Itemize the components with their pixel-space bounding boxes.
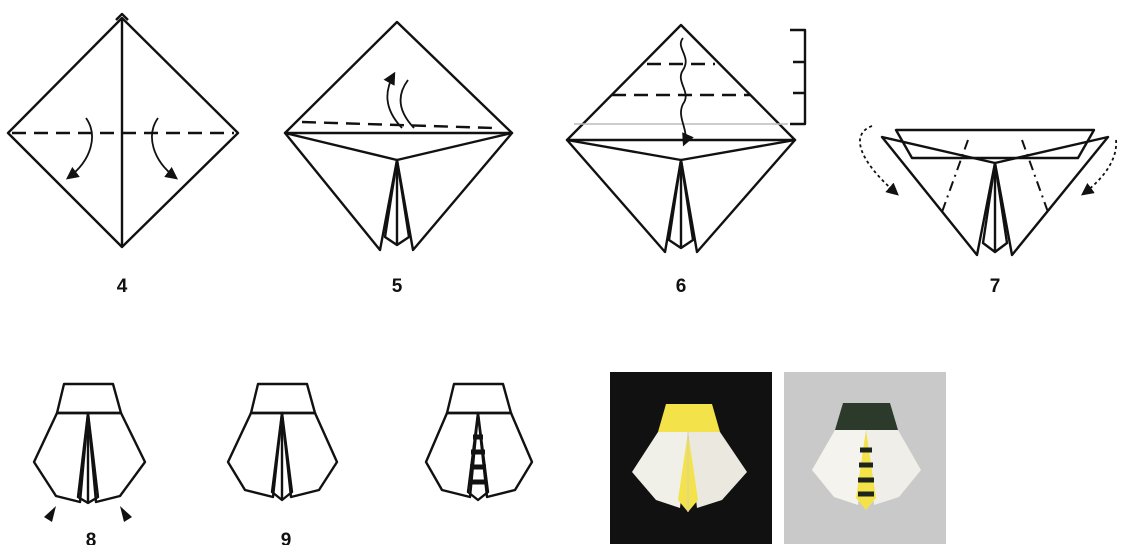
step-7-left-fold-behind-arrow: [860, 126, 897, 194]
step-9-diagram: 9: [228, 384, 337, 545]
step-4-diagram: 4: [8, 14, 238, 297]
step-5-number: 5: [392, 276, 403, 297]
step-7-yellow-band: [896, 130, 1094, 158]
finished-bee-photo-on-grey: [784, 372, 946, 544]
finished-bee-diagram: [426, 384, 532, 500]
step-8-diagram: 8: [34, 384, 145, 545]
step-9-number: 9: [281, 530, 292, 545]
step-6-pleat-arrow: [681, 38, 686, 144]
step-8-left-push-arrow: [44, 506, 56, 522]
step-8-number: 8: [86, 530, 97, 545]
step-8-right-push-arrow: [120, 506, 132, 522]
step-5-diagram: 5: [285, 22, 512, 297]
step-8-head-band: [57, 384, 121, 413]
step-7-diagram: 7: [860, 126, 1116, 297]
finished-bee-head: [447, 384, 511, 413]
step-4-right-fold-arrow: [152, 118, 176, 178]
step-6-number: 6: [676, 276, 687, 297]
finished-bee-photo-on-black: [610, 372, 772, 544]
step-6-division-bracket: [790, 30, 805, 124]
step-4-left-fold-arrow: [68, 118, 92, 178]
step-7-number: 7: [990, 276, 1001, 297]
step-6-diagram: 6: [567, 25, 805, 297]
step-9-head-band: [251, 384, 315, 413]
step-4-number: 4: [117, 276, 128, 297]
